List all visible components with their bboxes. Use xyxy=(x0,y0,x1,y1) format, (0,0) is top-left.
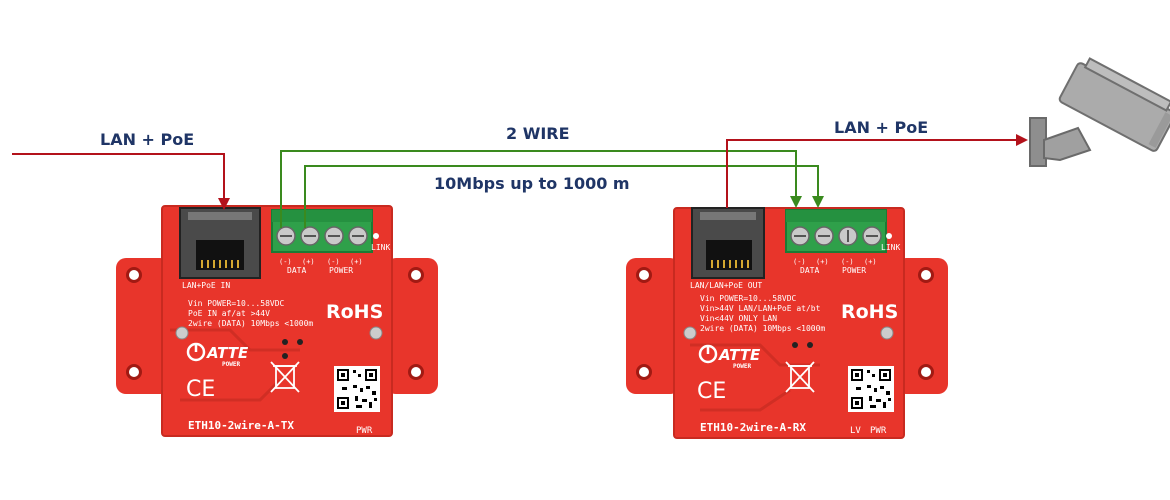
tx-spec-line-3: 2wire (DATA) 10Mbps <1000m xyxy=(188,319,313,328)
rx-lv-label: LV xyxy=(850,426,861,436)
speed-label: 10Mbps up to 1000 m xyxy=(434,174,630,193)
tx-link-label: LINK xyxy=(371,243,390,252)
rx-spec-line-3: Vin<44V ONLY LAN xyxy=(700,314,777,323)
tx-pwr-label: PWR xyxy=(356,426,373,436)
rx-atte-logo: ATTE POWER xyxy=(698,344,761,370)
rx-rohs-mark: RoHS xyxy=(841,301,898,323)
qr-code-icon xyxy=(848,366,894,412)
tx-model-name: ETH10-2wire-A-TX xyxy=(188,419,294,432)
tx-polarity-1: (-) xyxy=(279,258,292,266)
lan-poe-in-arrow xyxy=(12,153,230,210)
tx-data-label: DATA xyxy=(287,266,306,275)
rx-link-label: LINK xyxy=(881,243,900,252)
rx-polarity-2: (+) xyxy=(816,258,829,266)
ce-mark-icon: CE xyxy=(697,379,726,404)
rx-polarity-4: (+) xyxy=(864,258,877,266)
weee-bin-icon xyxy=(270,361,300,393)
rj45-port-icon xyxy=(691,207,765,279)
rx-model-name: ETH10-2wire-A-RX xyxy=(700,421,806,434)
rx-board: LAN/LAN+PoE OUT LINK (-) (+) (-) (+) DAT… xyxy=(626,207,948,439)
two-wire-line-b xyxy=(304,165,824,228)
lan-poe-in-label: LAN + PoE xyxy=(100,130,194,149)
rx-logo-text: ATTE xyxy=(718,346,761,364)
tx-mount-ear-left xyxy=(116,258,170,394)
rx-logo-sub: POWER xyxy=(733,363,751,370)
tx-polarity-4: (+) xyxy=(350,258,363,266)
two-wire-line-a xyxy=(280,150,802,228)
ce-mark-icon: CE xyxy=(186,377,215,402)
qr-code-icon xyxy=(334,366,380,412)
tx-spec-line-2: PoE IN af/at >44V xyxy=(188,309,270,318)
tx-logo-text: ATTE xyxy=(206,344,249,362)
tx-power-label: POWER xyxy=(329,266,353,275)
tx-polarity-2: (+) xyxy=(302,258,315,266)
tx-spec-line-1: Vin POWER=10...58VDC xyxy=(188,299,285,308)
rx-mount-ear-left xyxy=(626,258,680,394)
rx-polarity-3: (-) xyxy=(841,258,854,266)
tx-port-label: LAN+PoE IN xyxy=(182,281,230,290)
tx-mount-ear-right xyxy=(386,258,438,394)
rx-spec-line-2: Vin>44V LAN/LAN+PoE at/bt xyxy=(700,304,821,313)
lan-poe-out-arrow xyxy=(726,134,1028,208)
rx-spec-line-4: 2wire (DATA) 10Mbps <1000m xyxy=(700,324,825,333)
rx-port-label: LAN/LAN+PoE OUT xyxy=(690,281,762,290)
two-wire-label: 2 WIRE xyxy=(506,124,570,143)
rx-power-label: POWER xyxy=(842,266,866,275)
cctv-camera-icon xyxy=(1029,57,1170,167)
rx-spec-line-1: Vin POWER=10...58VDC xyxy=(700,294,797,303)
rx-polarity-1: (-) xyxy=(793,258,806,266)
tx-polarity-3: (-) xyxy=(327,258,340,266)
weee-bin-icon xyxy=(785,361,815,393)
tx-board: LAN+PoE IN LINK (-) (+) (-) (+) DATA POW… xyxy=(116,205,438,437)
screw-terminal-icon xyxy=(271,209,373,253)
tx-logo-sub: POWER xyxy=(222,361,240,368)
rx-mount-ear-right xyxy=(896,258,948,394)
rx-pwr-label: PWR xyxy=(870,426,887,436)
rx-data-label: DATA xyxy=(800,266,819,275)
lan-poe-out-label: LAN + PoE xyxy=(834,118,928,137)
tx-rohs-mark: RoHS xyxy=(326,301,383,323)
rj45-port-icon xyxy=(179,207,261,279)
screw-terminal-icon xyxy=(785,209,887,253)
tx-atte-logo: ATTE POWER xyxy=(186,342,249,368)
